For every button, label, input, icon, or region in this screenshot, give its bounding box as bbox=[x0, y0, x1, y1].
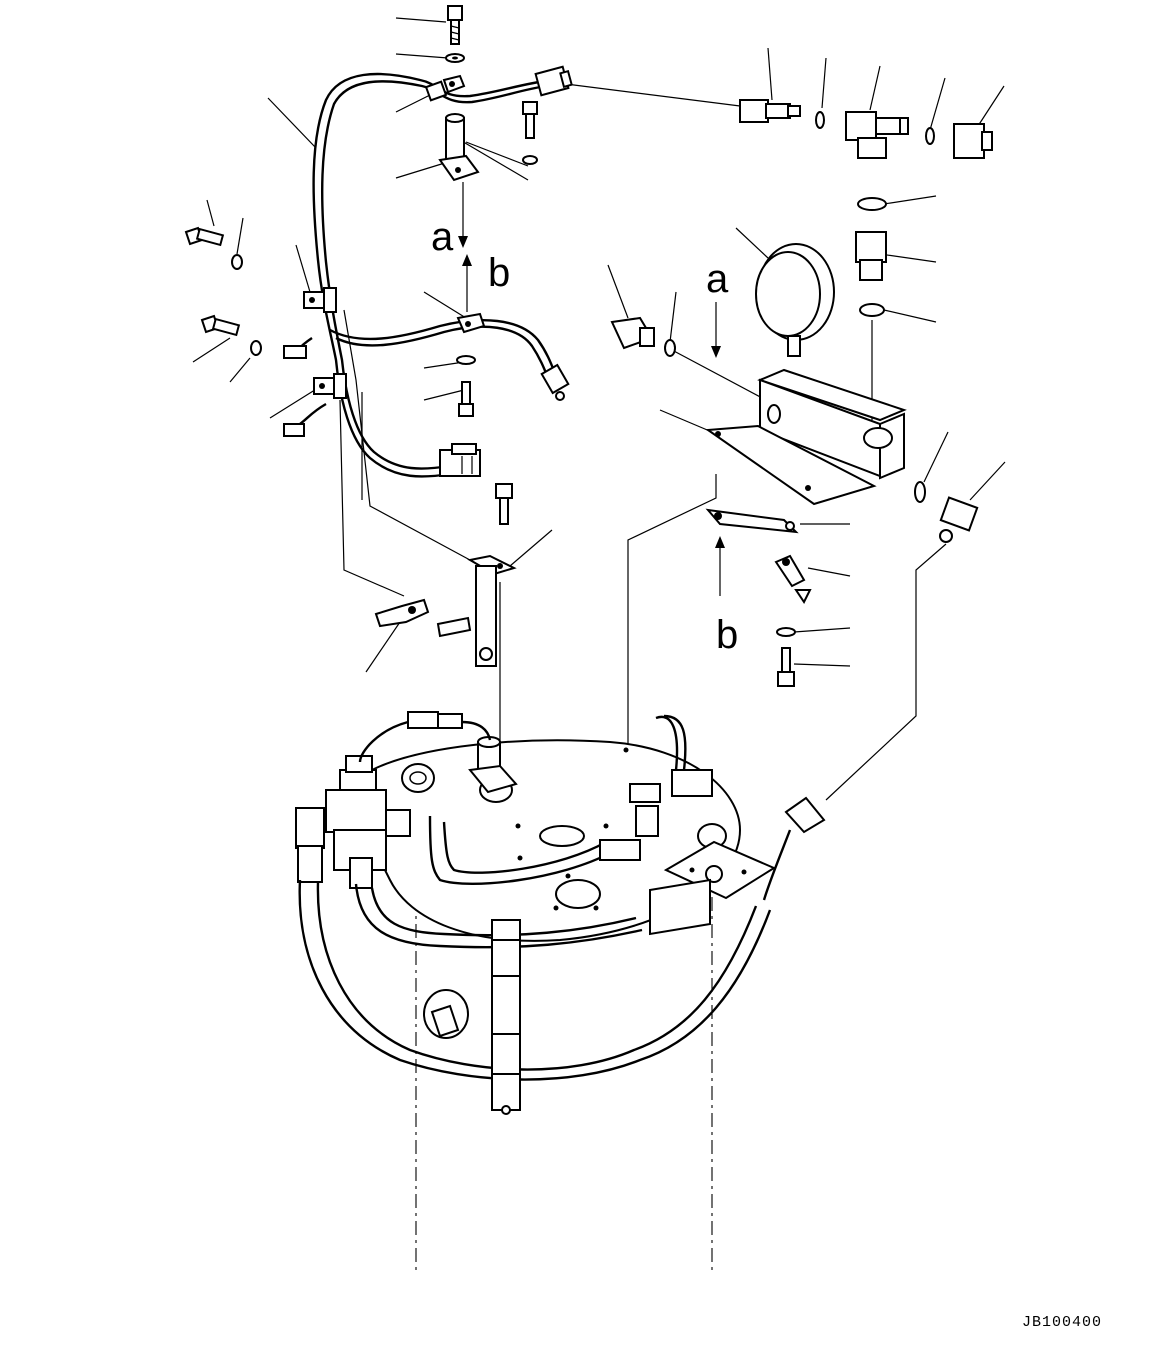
manifold-block bbox=[705, 368, 907, 506]
spacer-bracket bbox=[438, 101, 538, 182]
clamp-plate bbox=[705, 508, 799, 534]
adapter-fitting bbox=[855, 231, 887, 281]
o-ring-3 bbox=[857, 197, 887, 211]
view-letter-a-right: a bbox=[706, 257, 729, 301]
adapter-nut bbox=[953, 123, 993, 159]
tank-assembly bbox=[295, 711, 826, 1115]
drawing-code: JB100400 bbox=[1022, 1314, 1102, 1331]
wiring-harness bbox=[283, 65, 573, 478]
view-letter-b-right: b bbox=[716, 613, 738, 657]
arrows bbox=[458, 182, 725, 596]
o-ring-2 bbox=[925, 127, 935, 145]
terminal-clips bbox=[374, 598, 472, 638]
mounting-bracket bbox=[467, 554, 517, 667]
o-ring-4 bbox=[859, 303, 885, 317]
plug-fitting bbox=[610, 316, 676, 357]
tank-centerlines bbox=[415, 870, 713, 1272]
washer-right bbox=[776, 627, 796, 637]
o-ring-1 bbox=[815, 111, 825, 129]
terminal-lug bbox=[774, 554, 812, 604]
tee-fitting bbox=[845, 111, 909, 159]
pressure-gauge bbox=[755, 243, 835, 357]
o-ring-5 bbox=[914, 481, 926, 503]
view-letter-b-left: b bbox=[488, 251, 510, 295]
elbow-fitting bbox=[939, 496, 979, 543]
pressure-switch bbox=[739, 99, 801, 123]
bolt-left-center bbox=[456, 355, 513, 525]
bolt-right bbox=[777, 647, 795, 687]
bolt-top bbox=[445, 5, 465, 63]
view-letter-a-left: a bbox=[431, 215, 454, 259]
bolt-left-1 bbox=[184, 226, 262, 356]
